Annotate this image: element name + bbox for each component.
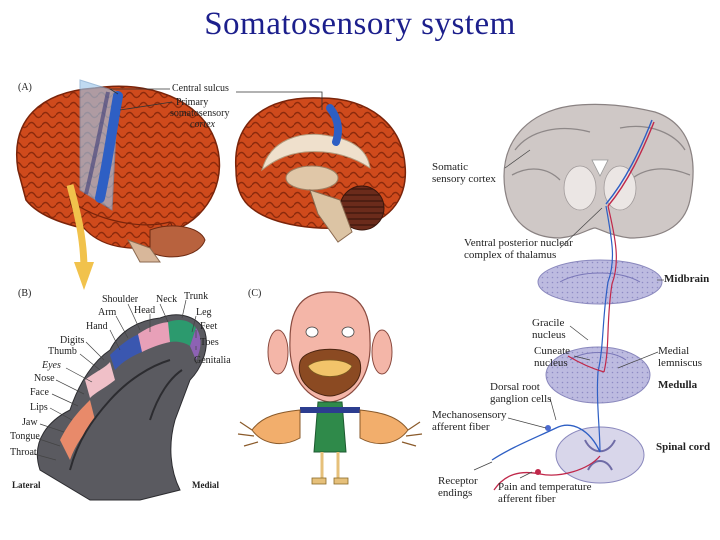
sensory-homunculus-figure <box>237 291 423 485</box>
label-cuneate: Cuneate <box>534 345 571 357</box>
label-mech-2: afferent fiber <box>432 421 490 433</box>
label-feet: Feet <box>200 321 218 332</box>
label-nose: Nose <box>34 373 55 384</box>
label-gracile-nucleus: nucleus <box>532 329 566 341</box>
label-leg: Leg <box>196 307 212 318</box>
label-central-sulcus: Central sulcus <box>172 83 229 94</box>
panel-a-marker: (A) <box>18 82 32 93</box>
lateral-brain-illustration <box>16 79 221 290</box>
spinal-cord-slice <box>555 426 645 484</box>
label-medial-lemniscus-1: Medial <box>658 345 690 357</box>
label-face: Face <box>30 387 49 398</box>
label-spinal-cord: Spinal cord <box>656 441 711 453</box>
label-somatosensory: somatosensory <box>170 108 230 119</box>
label-eyes: Eyes <box>42 360 61 371</box>
panel-b-marker: (B) <box>18 288 32 299</box>
label-lips: Lips <box>30 402 48 413</box>
label-shoulder: Shoulder <box>102 294 139 305</box>
label-drg-2: ganglion cells <box>490 393 552 405</box>
label-hand: Hand <box>86 321 108 332</box>
label-medial: Medial <box>192 480 219 490</box>
homunculus-leader-lines <box>33 299 199 461</box>
midbrain-slice <box>537 259 663 305</box>
label-sensory-cortex: sensory cortex <box>432 173 496 185</box>
label-thumb: Thumb <box>48 346 77 357</box>
coronal-brain-section <box>503 103 694 239</box>
label-midbrain: Midbrain <box>664 273 710 285</box>
label-primary: Primary <box>176 97 209 108</box>
page-title: Somatosensory system <box>204 6 516 42</box>
label-somatic: Somatic <box>432 161 469 173</box>
label-digits: Digits <box>60 335 85 346</box>
label-medial-lemniscus-2: lemniscus <box>658 357 702 369</box>
label-throat: Throat <box>10 447 37 458</box>
panel-a-leader-lines <box>108 88 323 111</box>
label-medulla: Medulla <box>658 379 698 391</box>
medial-brain-illustration <box>235 97 407 243</box>
homunculus-cortex-strip <box>36 314 207 501</box>
label-jaw: Jaw <box>22 417 38 428</box>
label-vpn-2: complex of thalamus <box>464 249 557 261</box>
label-cortex: cortex <box>190 119 215 130</box>
pathway-leader-lines <box>473 149 664 479</box>
label-toes: Toes <box>200 337 219 348</box>
label-gracile: Gracile <box>532 317 565 329</box>
label-receptor-1: Receptor <box>438 475 478 487</box>
label-drg-1: Dorsal root <box>490 381 540 393</box>
panel-c-marker: (C) <box>248 288 262 299</box>
label-neck: Neck <box>156 294 178 305</box>
label-vpn-1: Ventral posterior nuclear <box>464 237 573 249</box>
label-cuneate-nucleus: nucleus <box>534 357 568 369</box>
label-mech-1: Mechanosensory <box>432 409 507 421</box>
label-pain-1: Pain and temperature <box>498 481 592 493</box>
label-receptor-2: endings <box>438 487 473 499</box>
label-trunk: Trunk <box>184 291 209 302</box>
label-head: Head <box>134 305 156 316</box>
label-arm: Arm <box>98 307 117 318</box>
label-genitalia: Genitalia <box>194 355 231 366</box>
label-tongue: Tongue <box>10 431 40 442</box>
pathway-lines <box>491 205 617 491</box>
label-lateral: Lateral <box>12 480 41 490</box>
label-pain-2: afferent fiber <box>498 493 556 505</box>
